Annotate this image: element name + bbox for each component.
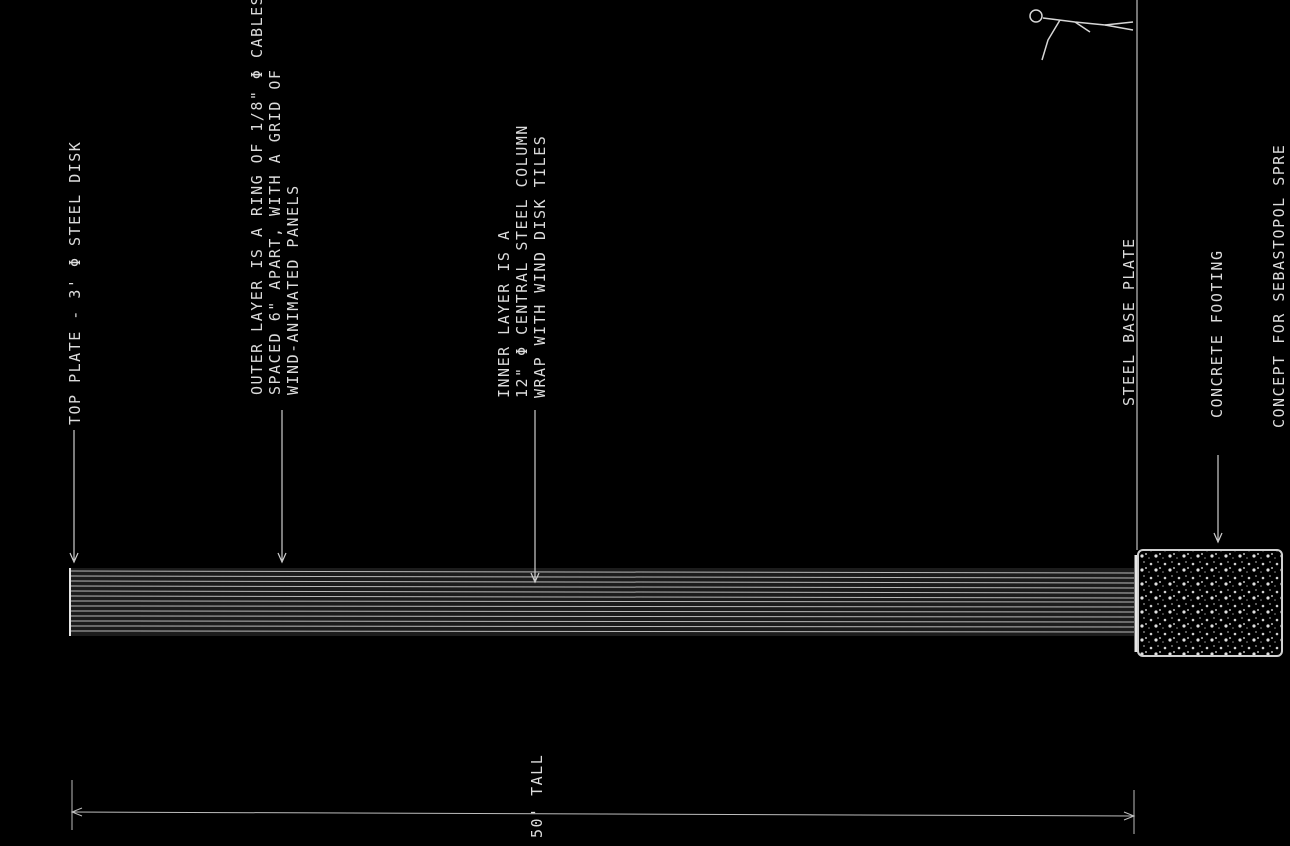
person-scale-figure	[1029, 9, 1134, 61]
leader-lines	[69, 410, 1223, 584]
inner-layer-label: INNER LAYER IS A 12" Φ CENTRAL STEEL COL…	[495, 124, 549, 398]
top-plate-label: TOP PLATE - 3' Φ STEEL DISK	[66, 140, 84, 425]
outer-layer-label: OUTER LAYER IS A RING OF 1/8" Φ CABLES S…	[248, 0, 302, 395]
steel-base-plate-label: STEEL BASE PLATE	[1120, 237, 1138, 407]
height-dimension-line	[70, 780, 1136, 834]
concept-caption: CONCEPT FOR SEBASTOPOL SPRE	[1270, 143, 1288, 428]
spire-body	[69, 568, 1135, 636]
concrete-footing-label: CONCRETE FOOTING	[1208, 249, 1226, 419]
concrete-footing	[1137, 549, 1283, 657]
height-label: 50' TALL	[528, 753, 546, 838]
